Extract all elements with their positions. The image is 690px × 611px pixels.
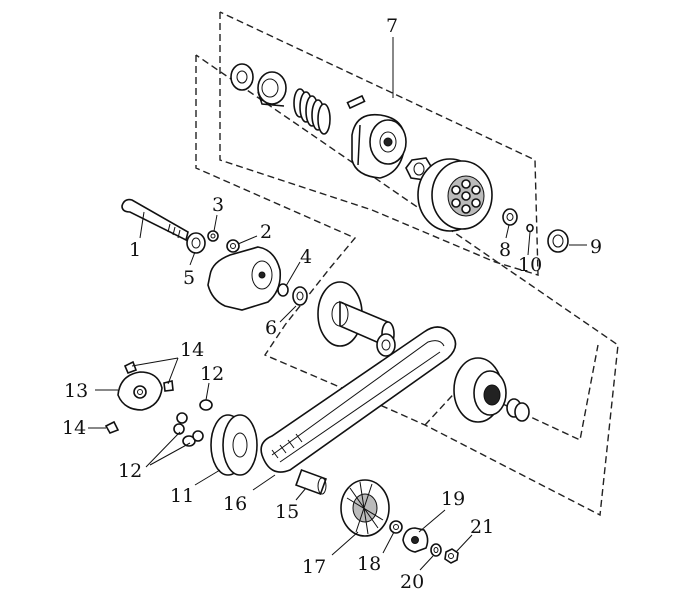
slider-14a: [123, 360, 138, 375]
clutch-shoe-assembly: [351, 113, 407, 179]
drive-belt: [260, 326, 457, 473]
collar-15: [295, 469, 327, 495]
callout-14-top: 14: [180, 339, 204, 361]
clutch-bell: [417, 158, 493, 232]
washer-4b: [292, 286, 308, 306]
clutch-pin: [346, 94, 366, 110]
callout-6: 6: [265, 317, 277, 339]
slider-14c: [104, 420, 120, 434]
clutch-washer: [230, 63, 254, 91]
callout-12-top: 12: [200, 363, 224, 385]
driven-pulley: [453, 357, 530, 423]
washer-8: [502, 208, 518, 226]
assembly-outline-pulley: [195, 54, 619, 517]
callout-2: 2: [260, 221, 272, 243]
variator-face: [210, 414, 258, 476]
bearing-5: [186, 232, 206, 254]
callout-5: 5: [183, 267, 195, 289]
hub-19: [402, 527, 429, 553]
assembly-outline-clutch: [219, 11, 539, 276]
callout-19: 19: [441, 488, 465, 510]
movable-drive-face: [317, 281, 395, 348]
star-washer-18: [389, 520, 403, 534]
fan-drive-face: [340, 479, 390, 537]
callout-1: 1: [129, 239, 141, 261]
callout-16: 16: [223, 493, 247, 515]
callout-9: 9: [590, 236, 602, 258]
clutch-spring: [293, 88, 331, 135]
callout-14-left: 14: [62, 417, 86, 439]
callout-11: 11: [170, 485, 194, 507]
callout-13: 13: [64, 380, 88, 402]
callout-7-label: 7: [386, 15, 398, 37]
ramp-plate: [117, 371, 163, 411]
washer-10: [526, 223, 534, 233]
callout-4: 4: [300, 246, 312, 268]
roller-weights: [173, 399, 213, 447]
fan-cover: [207, 246, 282, 311]
callout-21: 21: [470, 516, 494, 538]
callout-3: 3: [212, 194, 224, 216]
callout-8: 8: [499, 239, 511, 261]
washer-20: [430, 543, 442, 557]
bolt-1: [121, 198, 189, 242]
nut-21: [444, 548, 459, 564]
leader-lines: [88, 37, 587, 571]
callout-15: 15: [275, 501, 299, 523]
callout-12-bottom: 12: [118, 460, 142, 482]
callout-10: 10: [518, 254, 542, 276]
callout-18: 18: [357, 553, 381, 575]
callout-20: 20: [400, 571, 424, 593]
nut-9: [547, 229, 569, 253]
washer-4a: [277, 283, 289, 297]
callout-17: 17: [302, 556, 326, 578]
seal-ring: [376, 333, 396, 357]
clutch-collar: [257, 71, 287, 107]
washer-2: [226, 239, 240, 253]
bolt-3: [207, 230, 219, 242]
